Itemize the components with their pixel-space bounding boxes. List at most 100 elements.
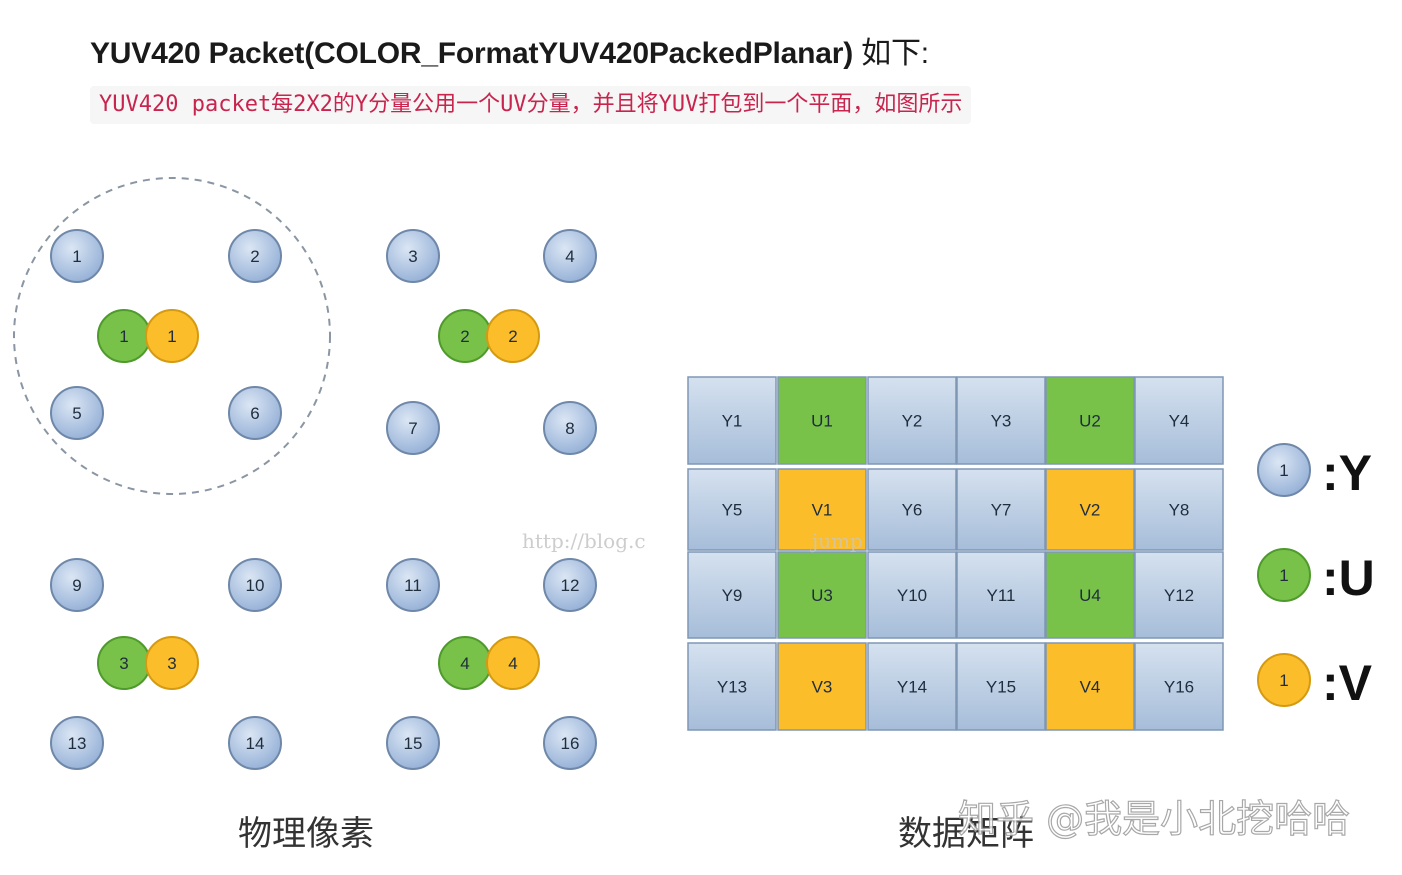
y-circle-label: 1	[1279, 461, 1288, 480]
matrix-cell-bg	[1134, 376, 1224, 465]
matrix-cell-label: Y11	[987, 586, 1016, 605]
zhihu-watermark: 知乎 @我是小北挖哈哈	[958, 797, 1350, 841]
v-circle	[1257, 653, 1311, 707]
matrix-cell-label: Y15	[986, 678, 1016, 697]
matrix-cell-u: U4	[1045, 551, 1135, 639]
v-circle	[145, 636, 199, 690]
matrix-cell-y: Y2	[867, 376, 957, 465]
matrix-cell-y: Y5	[687, 468, 777, 551]
y-circle	[50, 229, 104, 283]
matrix-cell-bg	[1134, 642, 1224, 731]
y-pixel: 14	[228, 716, 282, 770]
left-caption: 物理像素	[238, 814, 374, 854]
matrix-cell-y: Y1	[687, 376, 777, 465]
matrix-cell-bg	[867, 468, 957, 551]
matrix-cell-y: Y11	[956, 551, 1046, 639]
y-circle	[543, 558, 597, 612]
matrix-cell-label: Y2	[902, 412, 923, 431]
y-circle-label: 7	[408, 419, 417, 438]
u-circle-label: 1	[119, 327, 128, 346]
matrix-cell-y: Y9	[687, 551, 777, 639]
matrix-cell-label: V4	[1080, 678, 1101, 697]
v-sample: 1	[145, 309, 199, 363]
y-pixel: 4	[543, 229, 597, 283]
y-circle	[543, 401, 597, 455]
y-circle-label: 15	[404, 734, 423, 753]
matrix-cell-bg	[956, 376, 1046, 465]
matrix-cell-y: Y7	[956, 468, 1046, 551]
page-title: YUV420 Packet(COLOR_FormatYUV420PackedPl…	[90, 28, 929, 72]
legend-swatch-y: 1	[1257, 443, 1311, 497]
matrix-cell-label: Y3	[991, 412, 1012, 431]
v-circle-label: 1	[167, 327, 176, 346]
matrix-cell-bg	[867, 376, 957, 465]
matrix-cell-label: Y7	[991, 501, 1012, 520]
matrix-cell-label: U4	[1079, 586, 1101, 605]
u-sample: 3	[97, 636, 151, 690]
matrix-cell-label: Y9	[722, 586, 743, 605]
u-circle-label: 2	[460, 327, 469, 346]
y-circle-label: 3	[408, 247, 417, 266]
matrix-cell-label: V2	[1080, 501, 1101, 520]
v-circle-label: 3	[167, 654, 176, 673]
v-circle-label: 1	[1279, 671, 1288, 690]
y-circle	[228, 386, 282, 440]
y-circle	[386, 229, 440, 283]
matrix-cell-y: Y14	[867, 642, 957, 731]
u-circle	[1257, 548, 1311, 602]
matrix-cell-y: Y6	[867, 468, 957, 551]
matrix-cell-label: V3	[812, 678, 833, 697]
y-circle	[228, 558, 282, 612]
legend-swatch-v: 1	[1257, 653, 1311, 707]
v-sample: 3	[145, 636, 199, 690]
matrix-cell-bg	[777, 468, 867, 551]
matrix-cell-label: Y1	[722, 412, 743, 431]
matrix-cell-y: Y10	[867, 551, 957, 639]
y-pixel: 13	[50, 716, 104, 770]
u-circle-label: 1	[1279, 566, 1288, 585]
matrix-cell-bg	[956, 642, 1046, 731]
group-circle	[13, 177, 331, 495]
y-circle	[386, 716, 440, 770]
y-circle	[386, 558, 440, 612]
y-circle	[50, 558, 104, 612]
v-circle	[486, 309, 540, 363]
matrix-cell-label: U1	[811, 412, 833, 431]
y-pixel: 3	[386, 229, 440, 283]
v-circle-label: 2	[508, 327, 517, 346]
matrix-cell-bg	[687, 468, 777, 551]
matrix-cell-label: Y4	[1169, 412, 1190, 431]
v-circle	[145, 309, 199, 363]
matrix-cell-y: Y16	[1134, 642, 1224, 731]
y-circle	[386, 401, 440, 455]
u-sample: 1	[97, 309, 151, 363]
y-circle-label: 11	[404, 576, 422, 595]
y-pixel: 11	[386, 558, 440, 612]
y-circle	[228, 716, 282, 770]
matrix-cell-bg	[956, 468, 1046, 551]
u-circle-label: 3	[119, 654, 128, 673]
matrix-cell-label: Y6	[902, 501, 923, 520]
matrix-cell-label: Y10	[897, 586, 927, 605]
matrix-cell-bg	[1134, 468, 1224, 551]
y-pixel: 16	[543, 716, 597, 770]
matrix-cell-bg	[867, 642, 957, 731]
matrix-cell-y: Y8	[1134, 468, 1224, 551]
y-circle-label: 2	[250, 247, 259, 266]
y-circle-label: 1	[72, 247, 81, 266]
matrix-cell-bg	[1045, 376, 1135, 465]
v-sample: 4	[486, 636, 540, 690]
y-circle-label: 9	[72, 576, 81, 595]
matrix-cell-v: V4	[1045, 642, 1135, 731]
title-main: YUV420 Packet(COLOR_FormatYUV420PackedPl…	[90, 37, 854, 70]
legend-label-v: :V	[1322, 655, 1373, 711]
matrix-cell-y: Y15	[956, 642, 1046, 731]
y-circle-label: 6	[250, 404, 259, 423]
y-pixel: 9	[50, 558, 104, 612]
matrix-cell-label: Y16	[1164, 678, 1194, 697]
y-circle-label: 12	[561, 576, 580, 595]
matrix-cell-label: U2	[1079, 412, 1101, 431]
legend: 1:Y1:U1:V	[1257, 443, 1375, 711]
matrix-cell-bg	[1045, 551, 1135, 639]
